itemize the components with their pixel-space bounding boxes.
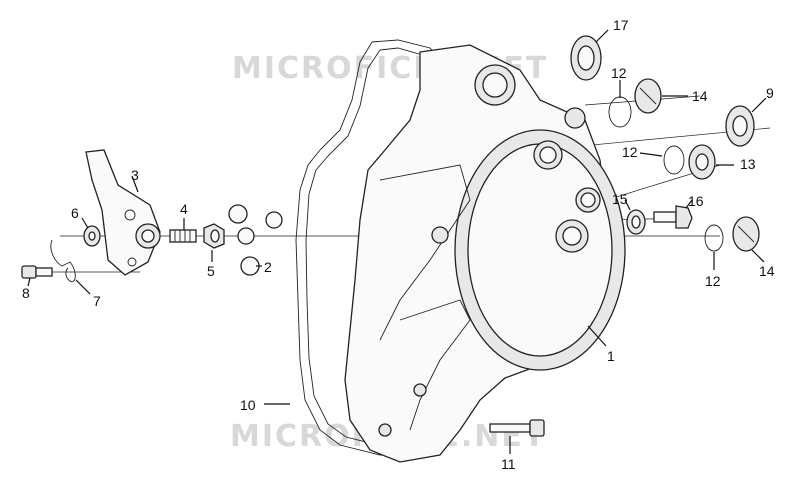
callout-1: 1: [607, 348, 615, 364]
callout-labels: 1 2 3 4 5 6 7 8 9 10 11 12 12 12 13 14 1…: [22, 17, 775, 472]
bolt-part-8: [21, 265, 53, 279]
washer-part: [83, 225, 101, 247]
shift-lever-part: [85, 149, 161, 276]
oil-seal-part-17: [570, 35, 602, 81]
callout-12-bottom: 12: [705, 273, 721, 289]
callout-7: 7: [93, 293, 101, 309]
callout-12-mid: 12: [622, 144, 638, 160]
callout-3: 3: [131, 167, 139, 183]
callout-14-bottom: 14: [759, 263, 775, 279]
callout-14-top: 14: [692, 88, 708, 104]
callout-8: 8: [22, 285, 30, 301]
callout-4: 4: [180, 201, 188, 217]
callout-15: 15: [612, 191, 628, 207]
spring-part: [50, 239, 76, 283]
stud-part: [169, 229, 197, 243]
bolt-part-11: [489, 419, 545, 437]
callout-9: 9: [766, 85, 774, 101]
cap-part-13: [688, 144, 716, 180]
callout-11: 11: [501, 456, 516, 472]
callout-6: 6: [71, 205, 79, 221]
callout-13: 13: [740, 156, 756, 172]
clutch-cover: [344, 44, 626, 463]
callout-5: 5: [207, 263, 215, 279]
callout-17: 17: [613, 17, 629, 33]
callout-10: 10: [240, 397, 256, 413]
callout-2: 2: [264, 259, 272, 275]
washer-part-15: [626, 209, 646, 235]
nut-part: [203, 223, 225, 249]
callout-12-top: 12: [611, 65, 627, 81]
steel-balls-part: [228, 204, 283, 276]
callout-16: 16: [688, 193, 704, 209]
oil-seal-part-9: [725, 105, 755, 147]
leader-lines: [27, 29, 767, 454]
plug-parts: [634, 78, 760, 252]
drain-bolt-part-16: [653, 205, 693, 229]
